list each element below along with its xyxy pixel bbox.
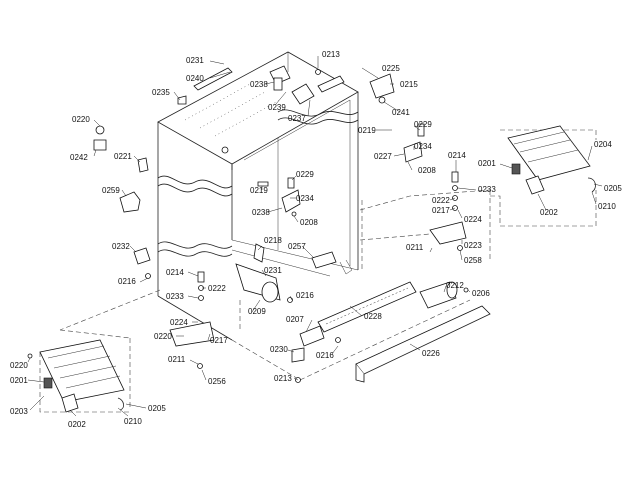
- callout-0256: 0256: [208, 377, 226, 386]
- callout-0222: 0222: [208, 284, 226, 293]
- callout-0206: 0206: [472, 289, 490, 298]
- callout-0230: 0230: [270, 345, 288, 354]
- top-hinge-parts: [177, 65, 395, 154]
- callout-0238: 0238: [250, 80, 268, 89]
- callout-0234: 0234: [414, 142, 432, 151]
- callout-0226: 0226: [422, 349, 440, 358]
- callout-0237: 0237: [288, 114, 306, 123]
- callout-0216: 0216: [296, 291, 314, 300]
- callout-0205: 0205: [148, 404, 166, 413]
- callout-0257: 0257: [288, 242, 306, 251]
- callout-0223: 0223: [464, 241, 482, 250]
- callout-0204: 0204: [594, 140, 612, 149]
- callout-0201: 0201: [10, 376, 28, 385]
- callout-0220: 0220: [10, 361, 28, 370]
- callout-0224: 0224: [170, 318, 188, 327]
- kickplate-0228: [299, 281, 417, 347]
- callout-0216: 0216: [118, 277, 136, 286]
- callout-0229: 0229: [414, 120, 432, 129]
- callout-0222: 0222: [432, 196, 450, 205]
- callout-0229: 0229: [296, 170, 314, 179]
- assembly-guide-lines: [39, 129, 597, 413]
- callout-0205: 0205: [604, 184, 622, 193]
- callout-0220: 0220: [154, 332, 172, 341]
- part-0257: [311, 251, 337, 269]
- callout-0202: 0202: [68, 420, 86, 429]
- kickplate-0226: [355, 305, 491, 383]
- callout-0240: 0240: [186, 74, 204, 83]
- callout-0213: 0213: [322, 50, 340, 59]
- callout-0228: 0228: [364, 312, 382, 321]
- cabinet-body: [157, 51, 359, 341]
- callout-0235: 0235: [152, 88, 170, 97]
- lower-left-base-frame: [27, 339, 125, 413]
- callout-0219: 0219: [250, 186, 268, 195]
- callout-0219: 0219: [358, 126, 376, 135]
- callout-0233: 0233: [166, 292, 184, 301]
- callout-0203: 0203: [10, 407, 28, 416]
- bracket-0230: [291, 347, 305, 383]
- callout-0217: 0217: [432, 206, 450, 215]
- callout-0259: 0259: [102, 186, 120, 195]
- callout-0225: 0225: [382, 64, 400, 73]
- upper-right-base-frame: [507, 125, 596, 195]
- callout-0217: 0217: [210, 336, 228, 345]
- callout-0233: 0233: [478, 185, 496, 194]
- left-small-parts: [93, 125, 151, 279]
- callout-0221: 0221: [114, 152, 132, 161]
- callout-0234: 0234: [296, 194, 314, 203]
- callout-0227: 0227: [374, 152, 392, 161]
- callout-0220: 0220: [72, 115, 90, 124]
- callout-0242: 0242: [70, 153, 88, 162]
- callout-0258: 0258: [464, 256, 482, 265]
- callout-0210: 0210: [124, 417, 142, 426]
- callout-0218: 0218: [264, 236, 282, 245]
- callout-0208: 0208: [418, 166, 436, 175]
- callout-0231: 0231: [264, 266, 282, 275]
- drain-assembly: [235, 243, 293, 303]
- center-hinge-parts: [257, 177, 301, 217]
- callout-0241: 0241: [392, 108, 410, 117]
- callout-0212: 0212: [446, 281, 464, 290]
- callout-0214: 0214: [448, 151, 466, 160]
- callout-0224: 0224: [464, 215, 482, 224]
- callout-0209: 0209: [248, 307, 266, 316]
- leader-lines: [27, 56, 603, 417]
- callout-0207: 0207: [286, 315, 304, 324]
- callout-0214: 0214: [166, 268, 184, 277]
- callout-0216: 0216: [316, 351, 334, 360]
- callout-0231: 0231: [186, 56, 204, 65]
- callout-0202: 0202: [540, 208, 558, 217]
- callout-0238: 0238: [252, 208, 270, 217]
- callout-0211: 0211: [168, 355, 186, 364]
- callout-0232: 0232: [112, 242, 130, 251]
- callout-0210: 0210: [598, 202, 616, 211]
- callout-0208: 0208: [300, 218, 318, 227]
- callout-0211: 0211: [406, 243, 424, 252]
- callout-0215: 0215: [400, 80, 418, 89]
- lower-hinge-parts: [169, 271, 215, 369]
- callout-labels: 0231 0240 0235 0238 0239 0213 0225 0215 …: [10, 50, 622, 429]
- callout-0201: 0201: [478, 159, 496, 168]
- callout-0213: 0213: [274, 374, 292, 383]
- callout-0239: 0239: [268, 103, 286, 112]
